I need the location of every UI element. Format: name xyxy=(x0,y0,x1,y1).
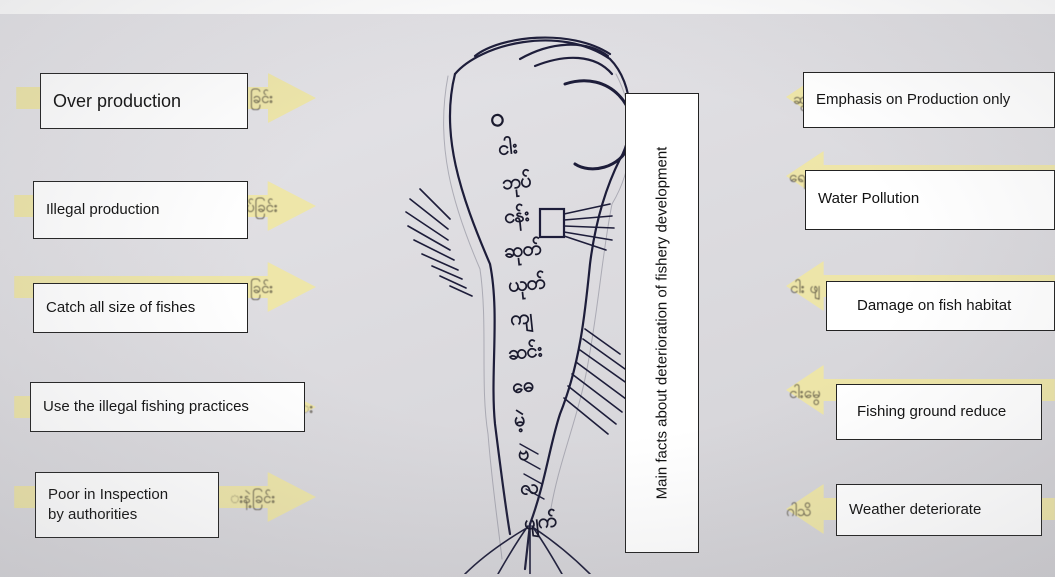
label-damage-habitat: Damage on fish habitat xyxy=(826,281,1055,331)
label-fishing-ground-reduce: Fishing ground reduce xyxy=(836,384,1042,440)
label-text: Weather deteriorate xyxy=(849,500,981,520)
label-text: Damage on fish habitat xyxy=(839,296,1011,316)
label-text: Poor in Inspection by authorities xyxy=(48,485,168,526)
central-title: Main facts about deterioration of fisher… xyxy=(654,147,671,500)
label-text: Illegal production xyxy=(46,200,159,220)
label-text: Use the illegal fishing practices xyxy=(43,397,249,417)
fish-script-glyph: လ xyxy=(518,473,539,505)
left-arrow-script-5: း‌နဲ့ခြင်း xyxy=(230,489,275,511)
fish-script-glyph: ငန်း xyxy=(502,201,530,233)
left-arrow-script-3: ခြင်း xyxy=(250,279,273,301)
label-text: Catch all size of fishes xyxy=(46,298,195,318)
label-illegal-production: Illegal production xyxy=(33,181,248,239)
right-arrow-script-5: ဂါသိ xyxy=(786,502,812,524)
central-title-box: Main facts about deterioration of fisher… xyxy=(625,93,699,553)
label-text: Over production xyxy=(53,89,181,113)
label-illegal-fishing-practices: Use the illegal fishing practices xyxy=(30,382,305,432)
label-water-pollution: Water Pollution xyxy=(805,170,1055,230)
label-emphasis-production: Emphasis on Production only xyxy=(803,72,1055,128)
label-poor-inspection: Poor in Inspection by authorities xyxy=(35,472,219,538)
fish-script-glyph: ယုတ် xyxy=(507,268,547,302)
fish-script-glyph: ငါး xyxy=(496,133,518,165)
fish-script-glyph: ဆုတ် xyxy=(503,234,543,268)
fish-script-glyph: ကျ xyxy=(508,303,533,335)
label-text: Emphasis on Production only xyxy=(816,90,1010,110)
top-white-band xyxy=(0,0,1055,14)
fish-script-glyph: ဓေ xyxy=(510,371,534,403)
label-text: Water Pollution xyxy=(818,189,919,209)
right-arrow-script-4: ငါးမွေ xyxy=(789,384,820,406)
label-weather-deteriorate: Weather deteriorate xyxy=(836,484,1042,536)
right-arrow-script-2: ရေ xyxy=(789,168,806,190)
right-arrow-script-3: ငါး ဖျ xyxy=(790,279,820,301)
label-text: Fishing ground reduce xyxy=(849,402,1006,422)
fish-script-glyph: ပျက် xyxy=(523,506,558,539)
left-arrow-script-1: ခြင်း xyxy=(250,89,273,111)
label-catch-all-size: Catch all size of fishes xyxy=(33,283,248,333)
fish-script-glyph: ဆင်း xyxy=(507,336,543,369)
label-over-production: Over production xyxy=(40,73,248,129)
fish-script-glyph: ဘုပ် xyxy=(501,167,533,200)
left-arrow-script-2: ပ်ခြင်း xyxy=(246,198,278,220)
